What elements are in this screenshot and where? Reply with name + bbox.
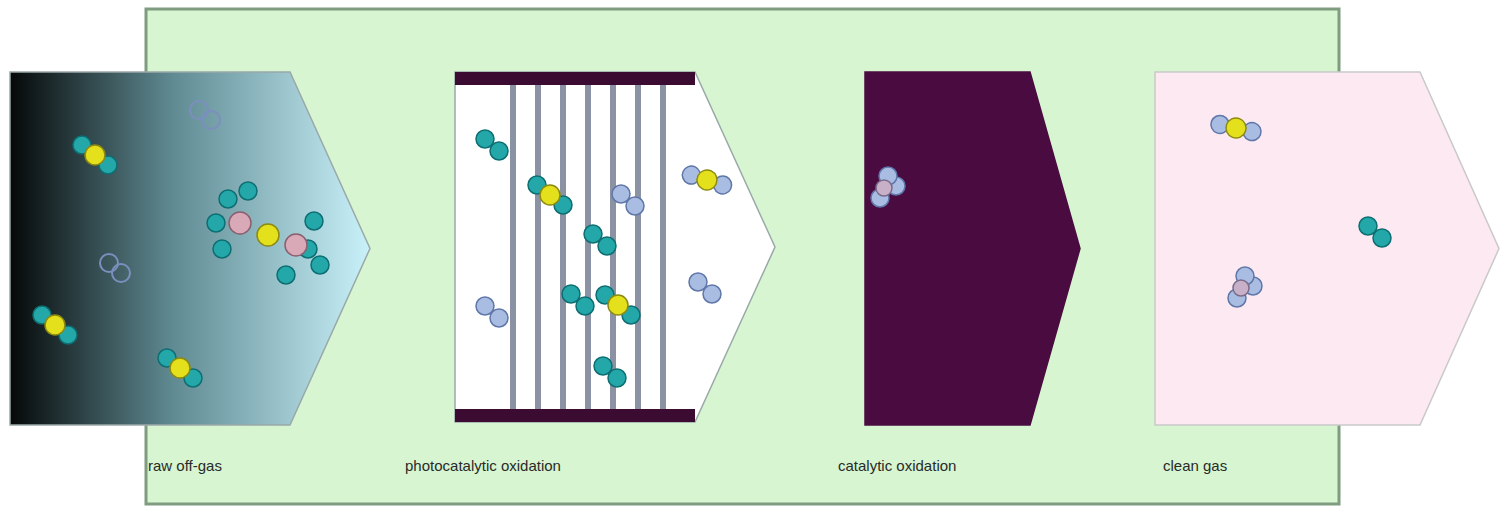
process-stage: clean gas (1155, 72, 1501, 492)
lamp-bar (455, 409, 695, 422)
catalyst-plate (585, 85, 591, 409)
catalyst-plate (660, 85, 666, 409)
stage-label: raw off-gas (148, 457, 222, 475)
stage-label: catalytic oxidation (838, 457, 956, 475)
lamp-bar (455, 72, 695, 85)
stage-shape (1155, 72, 1501, 492)
stage-label: clean gas (1163, 457, 1227, 475)
stage-shape (455, 72, 777, 492)
catalyst-plate (610, 85, 616, 409)
stage-shape (10, 72, 372, 492)
catalyst-plate (635, 85, 641, 409)
process-stage: raw off-gas (10, 72, 372, 492)
process-stage: catalytic oxidation (865, 72, 1083, 492)
chevron-panel (10, 72, 370, 425)
chevron-panel (865, 72, 1080, 425)
catalyst-plate (560, 85, 566, 409)
catalyst-plate (535, 85, 541, 409)
stage-shape (865, 72, 1083, 492)
stage-label: photocatalytic oxidation (405, 457, 561, 475)
process-stage: photocatalytic oxidation (455, 72, 777, 492)
catalyst-plate (510, 85, 516, 409)
chevron-panel (1155, 72, 1499, 425)
chevron-panel (455, 72, 775, 422)
